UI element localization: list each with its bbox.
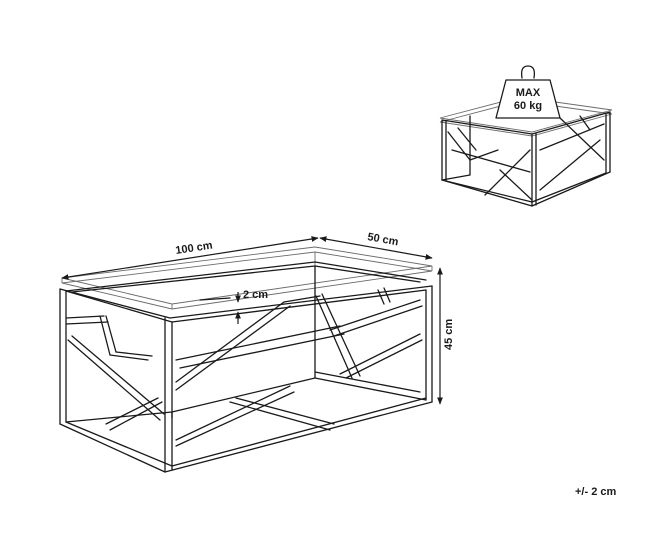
max-weight-label-line2: 60 kg [514,100,542,112]
dimension-width: 100 cm [61,236,319,280]
tolerance-note: +/- 2 cm [575,486,617,498]
thumbnail-table [439,96,613,207]
height-label: 45 cm [443,319,455,350]
dimension-height: 45 cm [437,267,455,405]
max-weight-label-line1: MAX [516,87,541,99]
depth-label: 50 cm [366,231,399,248]
dimension-glass-gap: 2 cm [235,289,268,324]
glass-gap-label: 2 cm [243,289,268,301]
main-table [59,246,433,473]
width-label: 100 cm [175,240,214,257]
dimension-depth: 50 cm [319,231,433,260]
max-weight-icon: MAX 60 kg [495,65,561,119]
